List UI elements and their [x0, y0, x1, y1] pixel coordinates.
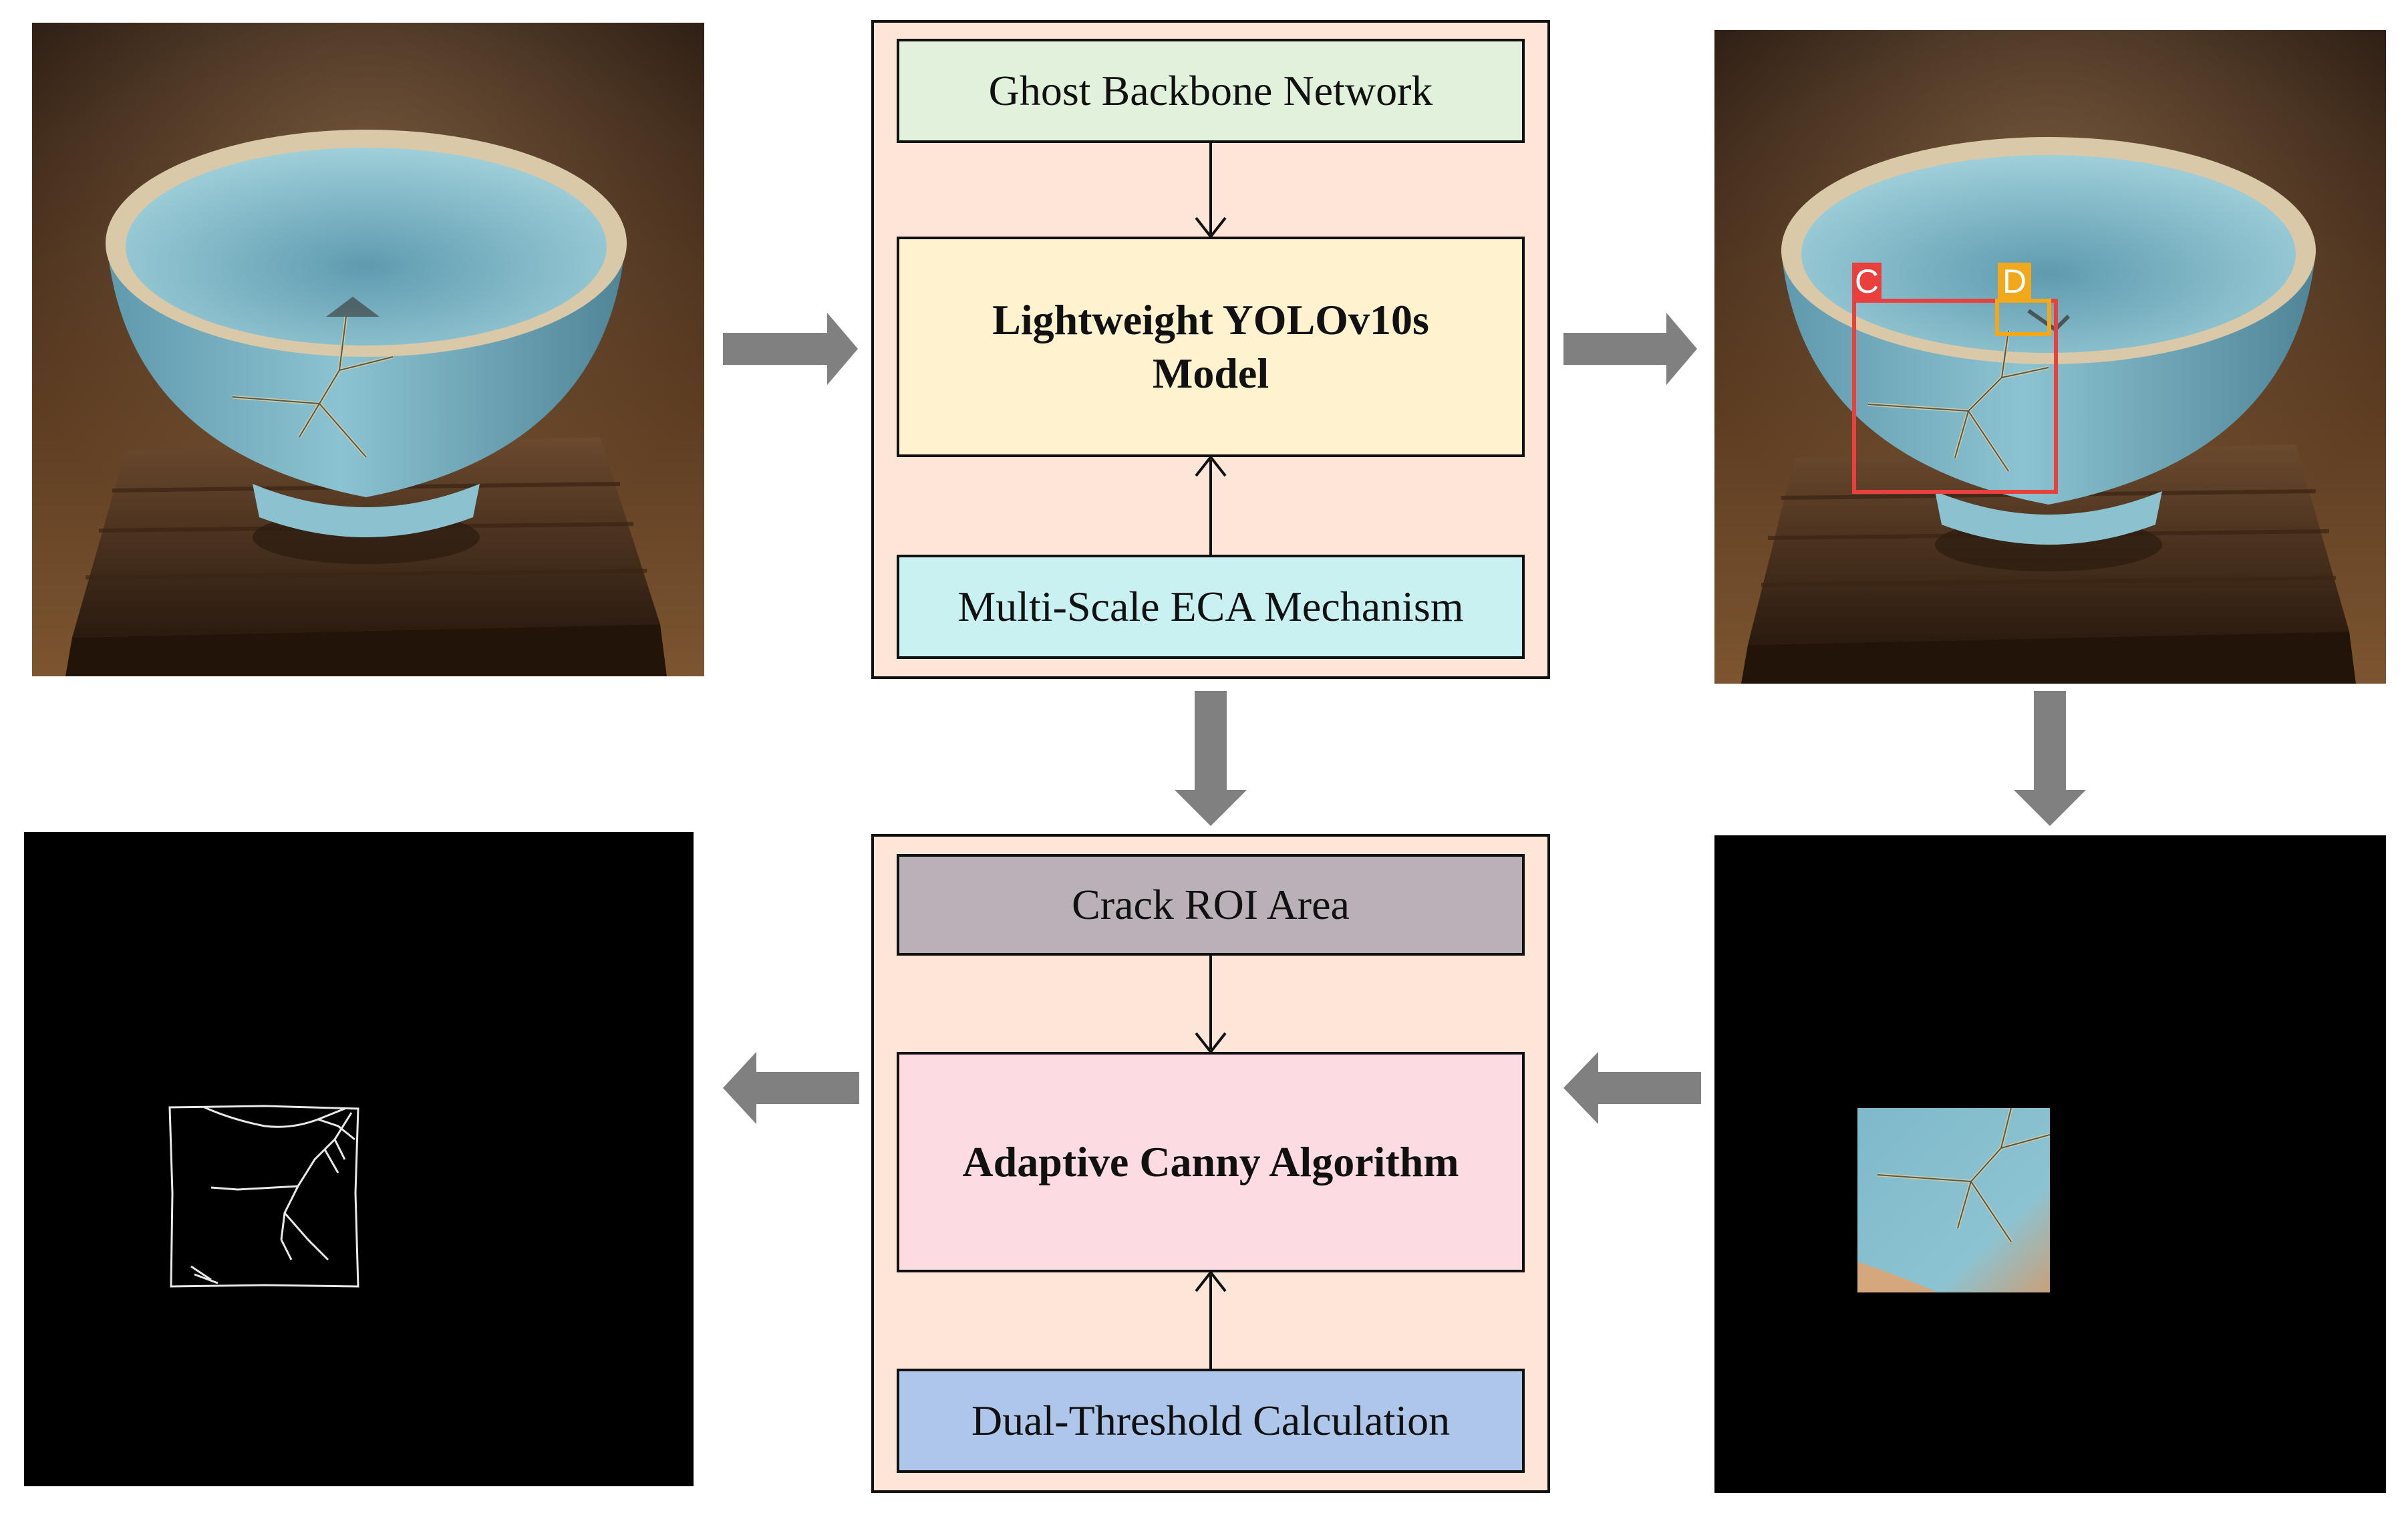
edge-map-image — [168, 1105, 359, 1288]
dual-threshold-block: Dual-Threshold Calculation — [897, 1369, 1525, 1473]
canny-algorithm-block: Adaptive Canny Algorithm — [897, 1052, 1525, 1272]
roi-crop-image — [1857, 1108, 2050, 1292]
canny-algorithm-label: Adaptive Canny Algorithm — [962, 1138, 1459, 1186]
yolo-model-block: Lightweight YOLOv10s Model — [897, 237, 1525, 457]
result-to-roi-arrow — [2014, 691, 2086, 826]
ghost-backbone-block: Ghost Backbone Network — [897, 39, 1525, 143]
input-photo — [32, 23, 704, 676]
roi-crop-photo — [1714, 835, 2386, 1493]
dual-threshold-label: Dual-Threshold Calculation — [971, 1397, 1451, 1444]
detection-to-edge-arrow — [1175, 691, 1247, 826]
detected-bowl-illustration — [1714, 30, 2386, 684]
crack-bounding-box — [1852, 299, 2058, 494]
crack-roi-block: Crack ROI Area — [897, 854, 1525, 956]
cracked-bowl-illustration — [32, 23, 704, 676]
edge-module-to-output-arrow — [723, 1052, 859, 1124]
detection-to-result-arrow — [1563, 313, 1697, 385]
eca-mechanism-label: Multi-Scale ECA Mechanism — [957, 583, 1464, 630]
input-to-detection-arrow — [723, 313, 858, 385]
edge-output-photo — [24, 832, 694, 1486]
crack-class-label: C — [1852, 263, 1882, 300]
eca-mechanism-block: Multi-Scale ECA Mechanism — [897, 555, 1525, 659]
crack-roi-label: Crack ROI Area — [1072, 881, 1350, 928]
detection-result-photo: C D — [1714, 30, 2386, 684]
yolo-model-label: Lightweight YOLOv10s Model — [992, 296, 1429, 397]
chip-bounding-box — [1995, 299, 2051, 336]
roi-to-edge-module-arrow — [1563, 1052, 1701, 1124]
ghost-backbone-label: Ghost Backbone Network — [988, 67, 1433, 114]
chip-class-label: D — [1998, 263, 2031, 300]
